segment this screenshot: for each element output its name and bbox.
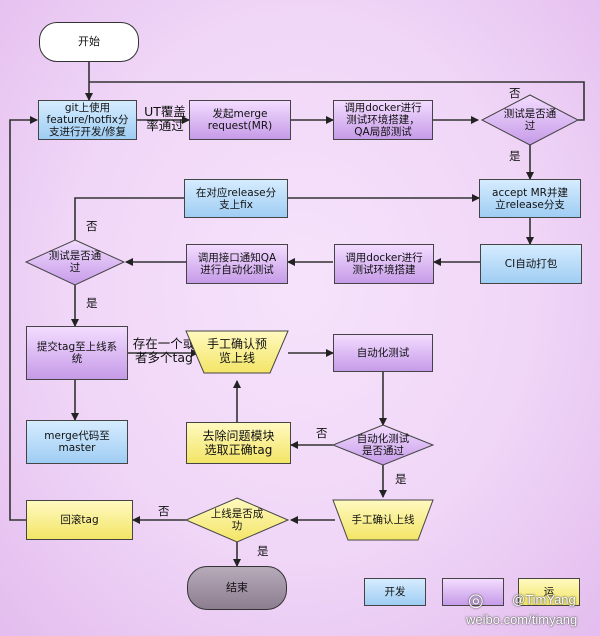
test1-diamond: [480, 94, 580, 146]
release-fix-label: 在对应release分 支上fix: [195, 186, 277, 211]
submit-tag-node: 提交tag至上线系 统: [26, 326, 128, 380]
dev-label: git上使用 feature/hotfix分 支进行开发/修复: [46, 102, 129, 138]
notify-label: 调用接口通知QA 进行自动化测试: [197, 252, 277, 276]
edge-test1-no-loop: [89, 81, 585, 121]
dev-node: git上使用 feature/hotfix分 支进行开发/修复: [38, 100, 137, 140]
test2-no-label: 否: [86, 219, 98, 233]
legend-ops-label: 运: [543, 586, 555, 598]
auto-pass-diamond: [331, 424, 435, 466]
merge-master-label: merge代码至 master: [44, 430, 110, 454]
test1-yes-label: 是: [509, 149, 521, 163]
manual-preview-label: 手工确认预 览上线: [206, 337, 267, 365]
manual-online-label: 手工确认上线: [351, 514, 415, 526]
docker2-label: 调用docker进行 测试环境搭建: [345, 252, 423, 276]
ci-label: CI自动打包: [504, 258, 558, 270]
start-label: 开始: [78, 35, 100, 48]
docker-qa-label: 调用docker进行 测试环境搭建， QA局部测试: [344, 102, 422, 138]
start-node: 开始: [39, 22, 139, 62]
rollback-node: 回滚tag: [26, 500, 133, 540]
test1-label: 测试是否通 过: [503, 108, 557, 132]
manual-preview-trapezoid: [185, 330, 289, 374]
multi-tag-label: 存在一个或 者多个tag: [132, 336, 196, 365]
auto-test-node: 自动化测试: [333, 334, 433, 372]
mr-label: 发起merge request(MR): [207, 108, 273, 132]
test2-label: 测试是否通 过: [48, 250, 102, 274]
end-label: 结束: [226, 581, 248, 594]
remove-label: 去除问题模块 选取正确tag: [202, 429, 275, 457]
rollback-label: 回滚tag: [60, 514, 99, 526]
watermark-handle: @TimYang: [512, 592, 576, 607]
accept-label: accept MR并建 立release分支: [492, 186, 568, 211]
online-no-label: 否: [158, 504, 170, 518]
legend-dev: 开发: [364, 578, 426, 606]
remove-node: 去除问题模块 选取正确tag: [186, 422, 291, 464]
edge-test2-no: [74, 197, 184, 240]
submit-tag-label: 提交tag至上线系 统: [36, 341, 118, 365]
ci-node: CI自动打包: [480, 244, 582, 284]
test2-yes-label: 是: [86, 296, 98, 310]
legend-ops: 运: [518, 578, 580, 606]
end-node: 结束: [187, 566, 287, 610]
auto-pass-no-label: 否: [316, 426, 328, 440]
legend-dev-label: 开发: [384, 586, 406, 598]
legend-test: 测试: [442, 578, 504, 606]
mr-node: 发起merge request(MR): [189, 100, 291, 140]
edge-rollback-dev: [9, 116, 38, 521]
docker-qa-node: 调用docker进行 测试环境搭建， QA局部测试: [333, 100, 433, 140]
auto-test-label: 自动化测试: [356, 347, 410, 359]
ut-label: UT覆盖 率通过: [144, 104, 186, 133]
online-ok-label: 上线是否成 功: [210, 508, 264, 532]
test2-diamond: [24, 239, 126, 286]
watermark-logo: ◎: [468, 590, 484, 610]
merge-master-node: merge代码至 master: [26, 420, 128, 464]
online-yes-label: 是: [257, 544, 269, 558]
release-fix-node: 在对应release分 支上fix: [184, 179, 288, 218]
notify-node: 调用接口通知QA 进行自动化测试: [186, 244, 288, 284]
accept-node: accept MR并建 立release分支: [479, 179, 581, 218]
manual-online-trapezoid: [332, 499, 434, 541]
auto-pass-label: 自动化测试 是否通过: [356, 433, 410, 457]
online-ok-diamond: [184, 497, 290, 543]
auto-pass-yes-label: 是: [395, 472, 407, 486]
docker2-node: 调用docker进行 测试环境搭建: [334, 244, 434, 284]
test1-no-label: 否: [509, 86, 521, 100]
watermark-url: weibo.com/timyang: [466, 612, 578, 627]
